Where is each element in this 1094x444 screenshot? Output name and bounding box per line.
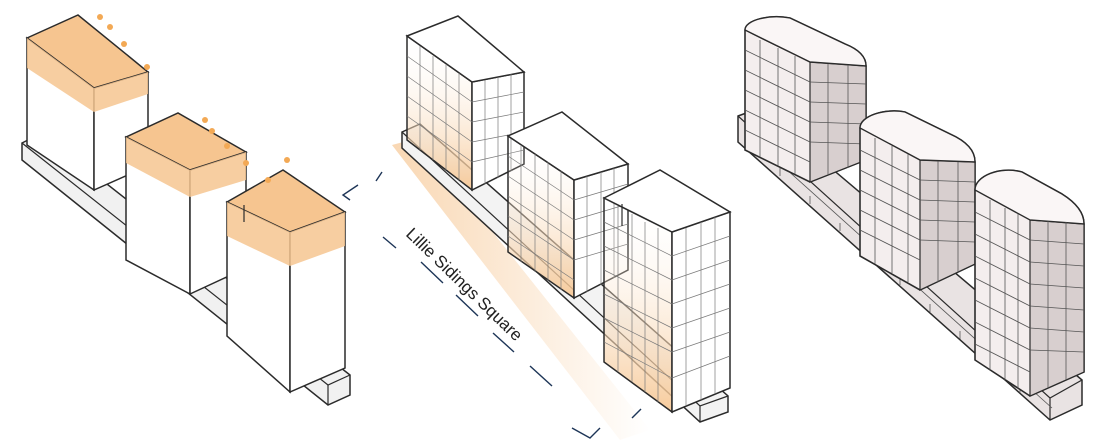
panel-facade-grid [401,15,732,423]
street-dashes [341,171,642,439]
sun-dots [97,14,290,183]
street-glow [392,138,650,440]
render-tower-2 [859,110,976,291]
panel-final-render [737,15,1085,421]
facade-block-3 [602,169,732,414]
facade-block-2 [506,111,630,300]
render-tower-3 [974,169,1085,397]
facade-block-1 [405,15,526,192]
massing-block-1 [25,14,150,193]
panel-massing [21,14,351,406]
massing-block-3 [225,169,347,394]
render-tower-1 [744,15,867,183]
